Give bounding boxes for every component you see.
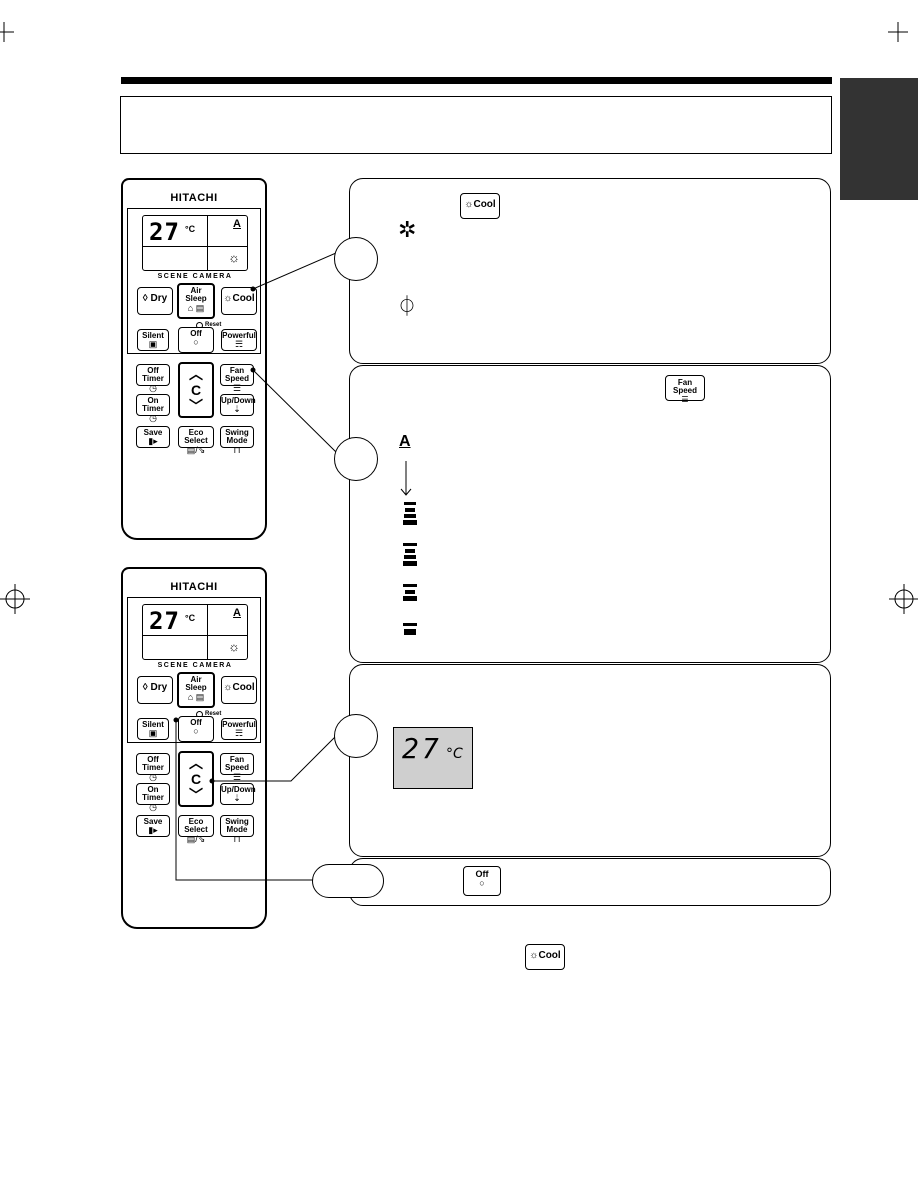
temperature-value: 27 [402, 732, 442, 765]
fan-speed-button[interactable]: Fan Speed☰ [220, 753, 254, 782]
cool-button[interactable]: ☼Cool [221, 287, 257, 315]
sun-icon: ☼ [529, 950, 539, 961]
lcd-temperature: 27 [149, 607, 180, 635]
scene-camera-label: SCENE CAMERA [157, 273, 233, 280]
snowflake-icon: ✲ [398, 217, 417, 242]
drop-icon: ◊ [142, 293, 148, 304]
temperature-pad[interactable]: ︿C﹀ [178, 362, 214, 418]
sun-icon: ☼ [223, 293, 233, 304]
off-button[interactable]: Off○ [178, 327, 214, 353]
crop-mark-icon [888, 22, 908, 42]
lcd-auto-indicator: A [233, 607, 241, 619]
off-button-icon: Off○ [463, 866, 501, 896]
lcd-display: 27 °C A ☼ [142, 604, 248, 660]
powerful-button[interactable]: Powerful☴ [221, 718, 257, 740]
scene-camera-label: SCENE CAMERA [157, 662, 233, 669]
reset-label: Reset [205, 711, 222, 717]
crop-mark-icon [0, 22, 14, 42]
on-timer-button[interactable]: On Timer◷ [136, 394, 170, 423]
sun-icon: ☼ [228, 639, 240, 654]
sun-icon: ☼ [464, 199, 474, 210]
step-pill-4 [312, 864, 384, 898]
air-sleep-button[interactable]: Air Sleep⌂ ▤ [177, 283, 215, 319]
remote-control-top: HITACHI 27 °C A ☼ SCENE CAMERA ◊ Dry Air… [121, 178, 267, 540]
lcd-auto-indicator: A [233, 218, 241, 230]
lcd-temperature: 27 [149, 218, 180, 246]
temperature-pad[interactable]: ︿C﹀ [178, 751, 214, 807]
title-box [120, 96, 832, 154]
power-icon: ⏀ [397, 296, 417, 318]
remote-control-bottom: HITACHI 27 °C A ☼ SCENE CAMERA ◊ Dry Air… [121, 567, 267, 929]
registration-mark-icon [889, 584, 918, 614]
eco-select-button[interactable]: Eco Select▤/⇘ [178, 815, 214, 844]
side-tab [840, 78, 918, 200]
temperature-unit: °C [446, 746, 463, 762]
remote-upper-panel: 27 °C A ☼ SCENE CAMERA ◊ Dry Air Sleep⌂ … [127, 597, 261, 743]
step-temp-box [349, 664, 831, 857]
temperature-lcd: 27 °C [393, 727, 473, 789]
brand-logo: HITACHI [170, 192, 218, 204]
lcd-unit: °C [185, 224, 196, 234]
silent-button[interactable]: Silent▣ [137, 329, 169, 351]
step-circle-1 [334, 237, 378, 281]
fan-speed-button-icon: Fan Speed☰ [665, 375, 705, 403]
off-timer-button[interactable]: Off Timer◷ [136, 364, 170, 393]
on-timer-button[interactable]: On Timer◷ [136, 783, 170, 812]
step-fan-box [349, 365, 831, 663]
lcd-display: 27 °C A ☼ [142, 215, 248, 271]
lcd-unit: °C [185, 613, 196, 623]
off-timer-button[interactable]: Off Timer◷ [136, 753, 170, 782]
reset-label: Reset [205, 322, 222, 328]
remote-upper-panel: 27 °C A ☼ SCENE CAMERA ◊ Dry Air Sleep⌂ … [127, 208, 261, 354]
fan-level-4-icon [403, 502, 417, 525]
arrow-down-icon [400, 461, 412, 496]
fan-level-3-icon [403, 543, 417, 566]
powerful-button[interactable]: Powerful☴ [221, 329, 257, 351]
step-circle-2 [334, 437, 378, 481]
up-down-button[interactable]: Up/Down⇣ [220, 394, 256, 416]
swing-mode-button[interactable]: Swing Mode⊓ [220, 426, 254, 455]
remote-lower-panel: Off Timer◷ ︿C﹀ Fan Speed☰ On Timer◷ Up/D… [127, 749, 261, 847]
fan-level-2-icon [403, 584, 417, 601]
fan-auto-icon: A [399, 433, 411, 450]
save-button[interactable]: Save▮▸ [136, 426, 170, 448]
footer-cool-button-icon: ☼Cool [525, 944, 565, 970]
cool-button-icon: ☼Cool [460, 193, 500, 219]
up-down-button[interactable]: Up/Down⇣ [220, 783, 256, 805]
drop-icon: ◊ [142, 682, 148, 693]
dry-button[interactable]: ◊ Dry [137, 287, 173, 315]
step-circle-3 [334, 714, 378, 758]
cool-button[interactable]: ☼Cool [221, 676, 257, 704]
fan-level-1-icon [403, 623, 417, 635]
eco-select-button[interactable]: Eco Select▤/⇘ [178, 426, 214, 455]
air-sleep-button[interactable]: Air Sleep⌂ ▤ [177, 672, 215, 708]
off-button[interactable]: Off○ [178, 716, 214, 742]
registration-mark-icon [0, 584, 30, 614]
swing-mode-button[interactable]: Swing Mode⊓ [220, 815, 254, 844]
dry-button[interactable]: ◊ Dry [137, 676, 173, 704]
step-cool-box [349, 178, 831, 364]
brand-logo: HITACHI [170, 581, 218, 593]
sun-icon: ☼ [223, 682, 233, 693]
step-off-box [349, 858, 831, 906]
sun-icon: ☼ [228, 250, 240, 265]
fan-speed-button[interactable]: Fan Speed☰ [220, 364, 254, 393]
silent-button[interactable]: Silent▣ [137, 718, 169, 740]
remote-lower-panel: Off Timer◷ ︿C﹀ Fan Speed☰ On Timer◷ Up/D… [127, 360, 261, 458]
section-rule [121, 77, 832, 84]
save-button[interactable]: Save▮▸ [136, 815, 170, 837]
